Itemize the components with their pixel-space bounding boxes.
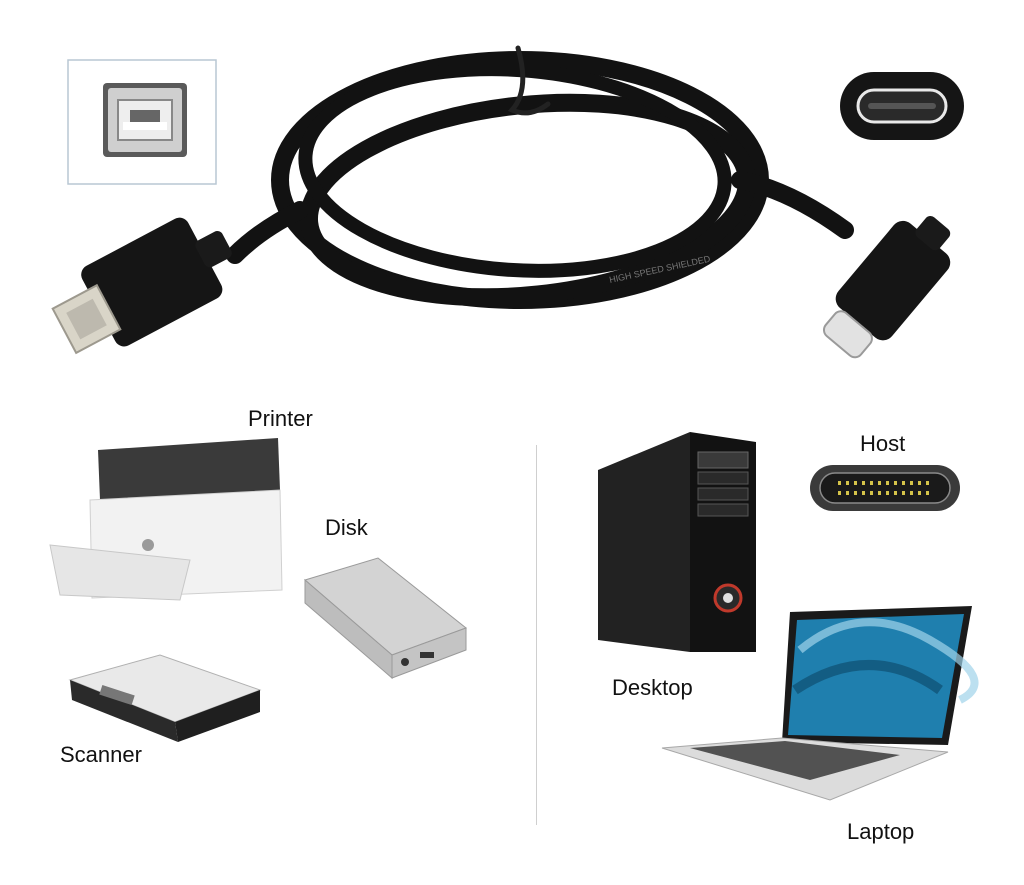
usb-b-plug xyxy=(51,217,232,355)
usb-c-plug xyxy=(822,215,951,359)
laptop-image xyxy=(661,606,979,801)
section-divider xyxy=(536,445,537,825)
disk-image xyxy=(303,557,468,680)
host-label: Host xyxy=(860,431,906,456)
host-usb-c-port xyxy=(810,465,960,511)
cable-coil xyxy=(226,45,854,309)
scanner-label: Scanner xyxy=(60,742,142,767)
printer-image xyxy=(49,438,283,601)
disk-label: Disk xyxy=(325,515,368,540)
printer-label: Printer xyxy=(248,406,313,431)
laptop-label: Laptop xyxy=(847,819,915,844)
desktop-label: Desktop xyxy=(612,675,693,700)
usb-c-port-inset xyxy=(840,72,964,140)
cable-illustration: HIGH SPEED SHIELDED xyxy=(51,45,964,359)
desktop-image xyxy=(598,432,756,652)
usb-b-port-inset xyxy=(67,59,217,185)
scanner-image xyxy=(68,654,262,742)
